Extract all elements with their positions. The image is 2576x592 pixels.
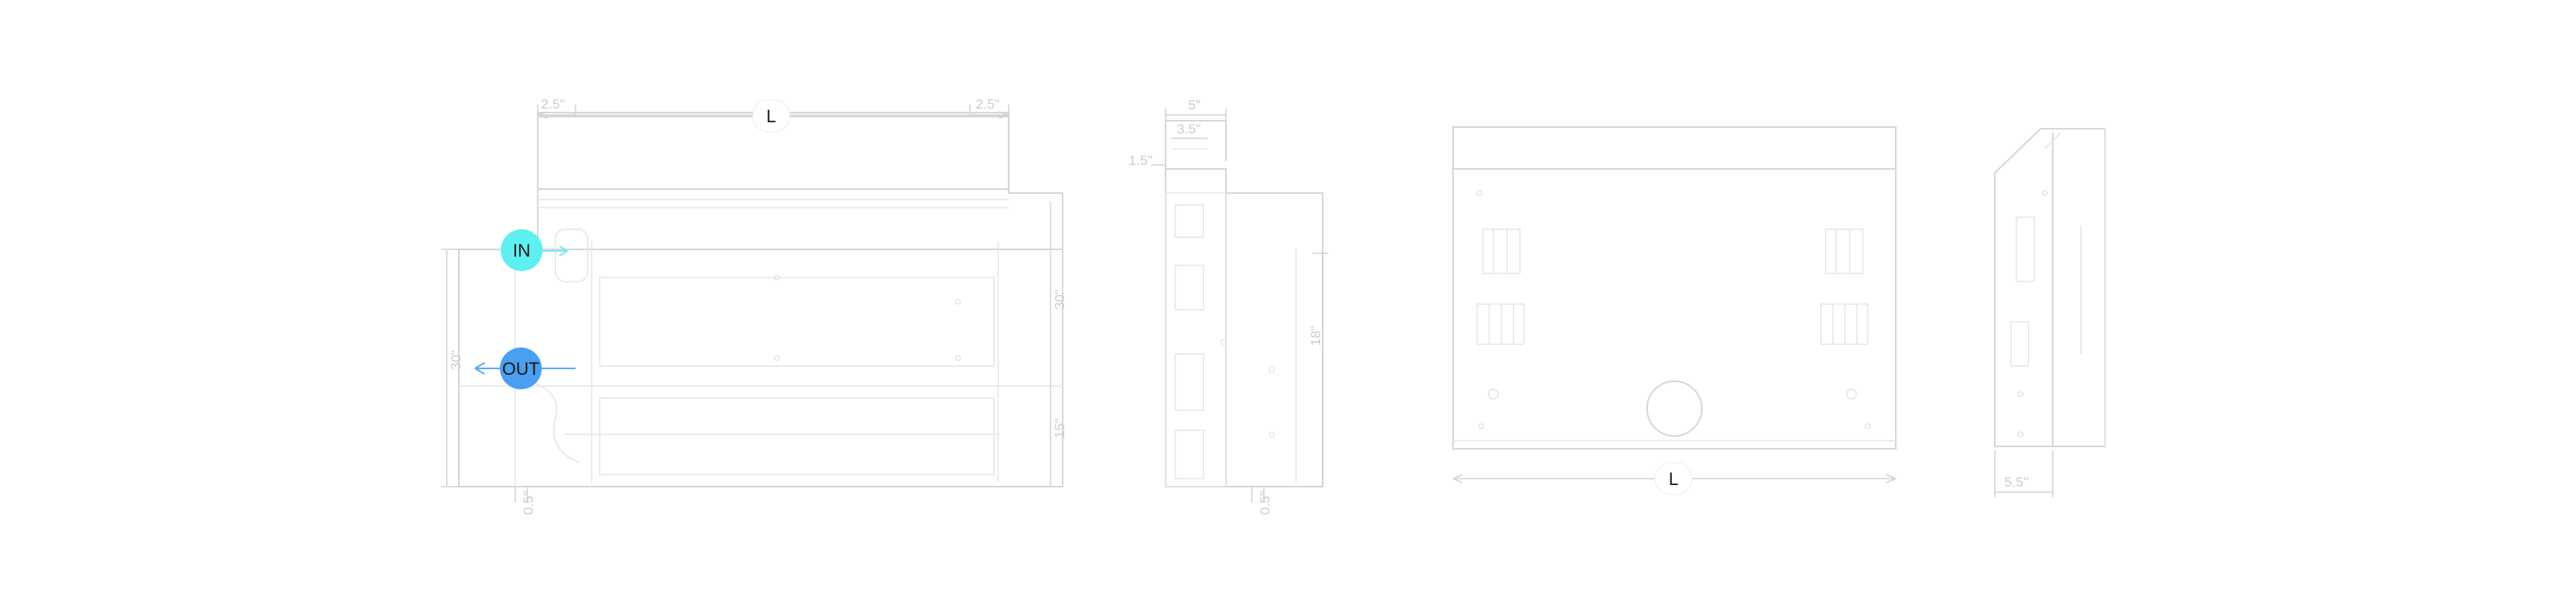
inlet-badge bbox=[501, 229, 543, 271]
front-view: 2.5" 2.5" L 30" 30" 15" 0.5" IN bbox=[441, 97, 1067, 515]
front-bottom-offset-dim: 0.5" bbox=[521, 491, 536, 515]
rear-view: L bbox=[1452, 126, 1897, 495]
side-top-width-dim: 5" bbox=[1188, 97, 1201, 113]
front-left-height-dim: 30" bbox=[448, 350, 464, 370]
end-view: 5.5" bbox=[1994, 128, 2106, 497]
outlet-connector: OUT bbox=[474, 347, 576, 389]
side-mid-width-dim: 3.5" bbox=[1177, 121, 1201, 137]
rear-length-label: L bbox=[1669, 469, 1678, 489]
inlet-label: IN bbox=[513, 240, 530, 261]
side-height-dim: 18" bbox=[1308, 326, 1323, 346]
front-right-lower-height-dim: 15" bbox=[1052, 418, 1067, 438]
side-bottom-offset-dim: 0.5" bbox=[1257, 491, 1273, 515]
front-length-pill: L bbox=[752, 99, 791, 133]
side-left-offset-dim: 1.5" bbox=[1129, 153, 1153, 168]
side-view: 5" 3.5" 1.5" 18" 0.5" bbox=[1129, 97, 1328, 515]
end-bottom-width-dim: 5.5" bbox=[2004, 475, 2029, 490]
front-right-upper-height-dim: 30" bbox=[1052, 290, 1067, 310]
rear-length-pill: L bbox=[1654, 462, 1693, 495]
front-left-margin-dim: 2.5" bbox=[541, 97, 565, 112]
outlet-badge bbox=[500, 347, 542, 389]
front-length-label: L bbox=[766, 106, 776, 126]
front-right-margin-dim: 2.5" bbox=[976, 97, 1000, 112]
inlet-connector: IN bbox=[501, 229, 568, 271]
outlet-label: OUT bbox=[502, 359, 539, 379]
